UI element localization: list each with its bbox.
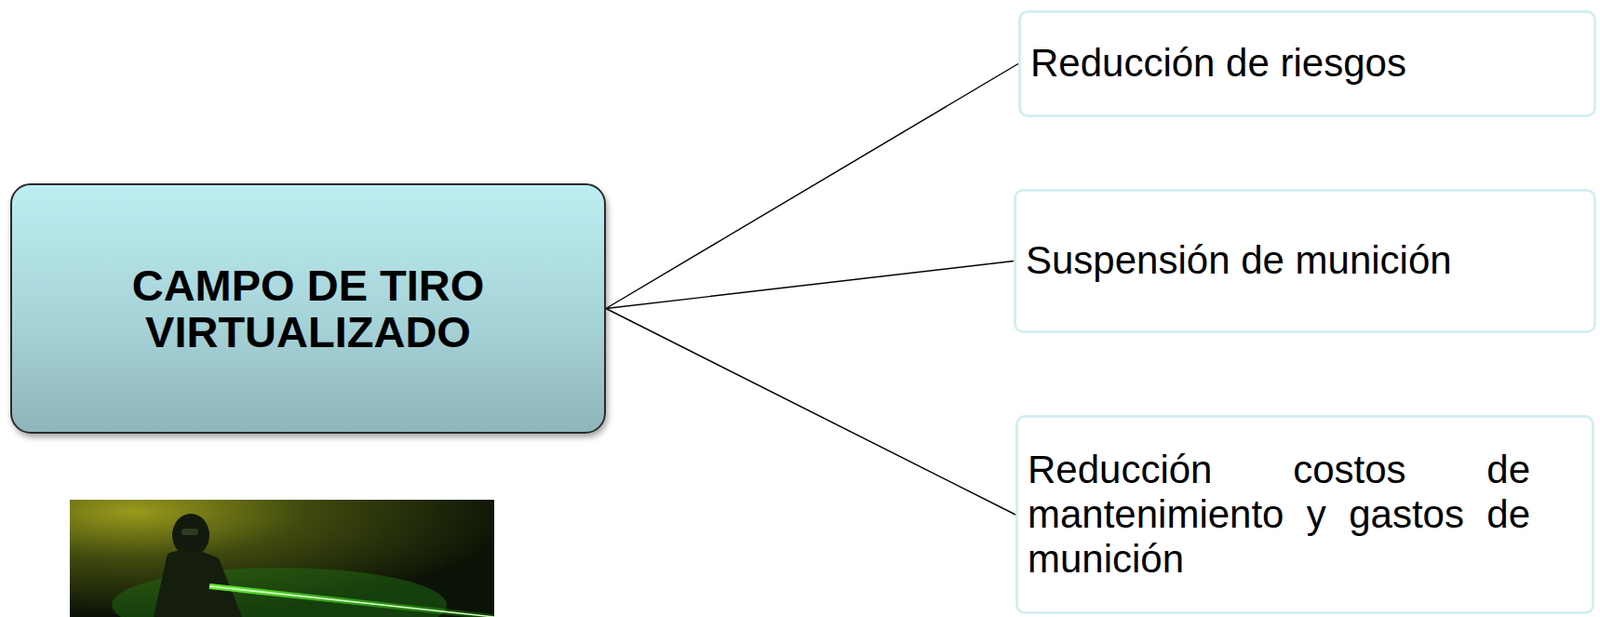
central-title: CAMPO DE TIRO VIRTUALIZADO — [12, 262, 605, 355]
connector-line — [605, 309, 1016, 516]
benefit-text: Reducción costos de mantenimiento y gast… — [1027, 447, 1531, 583]
benefit-text: Suspensión de munición — [1025, 238, 1585, 283]
central-box: CAMPO DE TIRO VIRTUALIZADO — [10, 183, 606, 434]
connector-line — [605, 64, 1019, 310]
benefit-box: Reducción costos de mantenimiento y gast… — [1015, 415, 1595, 615]
benefit-text: Reducción de riesgos — [1030, 40, 1585, 86]
connector-line — [605, 261, 1014, 310]
photo-content — [69, 499, 495, 617]
benefit-box: Suspensión de munición — [1013, 188, 1597, 334]
benefit-box: Reducción de riesgos — [1018, 10, 1597, 118]
